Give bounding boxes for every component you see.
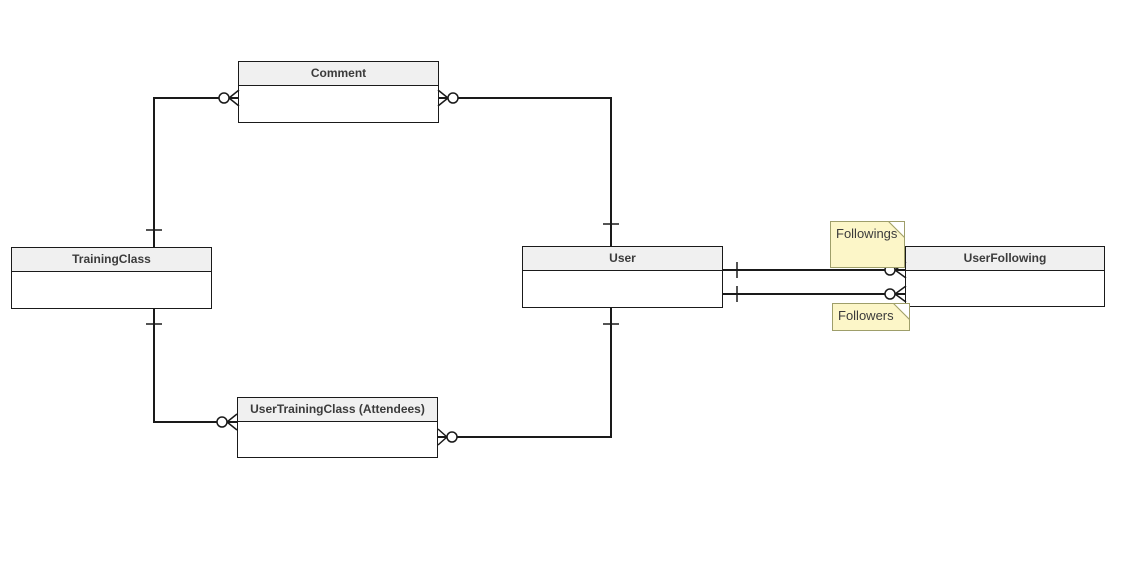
note-fold-outline — [893, 304, 909, 320]
entity-comment-body — [239, 86, 438, 122]
entity-comment-title: Comment — [239, 62, 438, 86]
note-fold-icon — [894, 304, 909, 319]
note-followers-text: Followers — [838, 308, 894, 323]
entity-trainingclass-title: TrainingClass — [12, 248, 211, 272]
entity-user-title: User — [523, 247, 722, 271]
entity-usertrainingclass[interactable]: UserTrainingClass (Attendees) — [237, 397, 438, 458]
entity-userfollowing-body — [906, 271, 1104, 306]
connector-trainingclass-comment — [153, 97, 238, 247]
entity-user[interactable]: User — [522, 246, 723, 308]
connector-attendees-user — [438, 308, 612, 438]
note-followings[interactable]: Followings — [830, 221, 905, 268]
entity-trainingclass-body — [12, 272, 211, 308]
entity-user-body — [523, 271, 722, 307]
note-followings-text: Followings — [836, 226, 898, 241]
connector-comment-user — [439, 97, 612, 246]
entity-userfollowing-title: UserFollowing — [906, 247, 1104, 271]
entity-userfollowing[interactable]: UserFollowing — [905, 246, 1105, 307]
entity-usertrainingclass-body — [238, 422, 437, 457]
connector-trainingclass-attendees — [153, 309, 237, 423]
entity-trainingclass[interactable]: TrainingClass — [11, 247, 212, 309]
entity-usertrainingclass-title: UserTrainingClass (Attendees) — [238, 398, 437, 422]
note-followers[interactable]: Followers — [832, 303, 910, 331]
entity-comment[interactable]: Comment — [238, 61, 439, 123]
